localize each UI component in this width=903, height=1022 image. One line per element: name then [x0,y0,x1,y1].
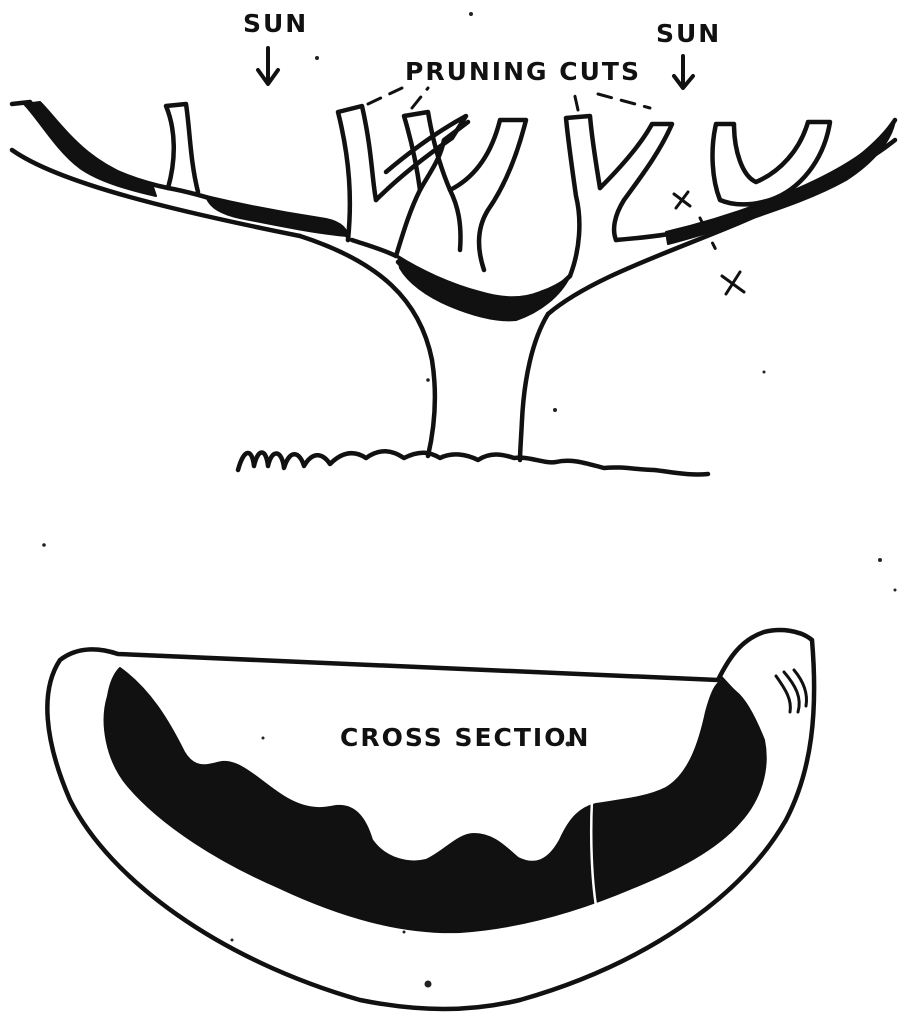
sunburn-right-arm [666,120,895,244]
left-upright-shoot [166,104,198,192]
pruning-cuts-label: PRUNING CUTS [405,57,641,86]
ground-line [238,451,708,474]
tree-illustration: SUN SUN PRUNING CUTS [12,9,895,475]
pruning-cuts-leader-right [574,92,650,110]
cross-section-damage [105,668,766,932]
pruning-cuts-leader-left [368,88,428,108]
sun-label-right: SUN [656,19,721,48]
cross-section-label: CROSS SECTION [340,723,590,752]
central-limb [338,106,376,240]
right-center-shoot [566,116,600,276]
sun-arrow-left-icon [258,48,278,84]
sunburn-left-arm [24,102,156,196]
sun-label-left: SUN [243,9,308,38]
sun-arrow-right-icon [674,56,693,88]
cut-x-mark-upper [674,192,690,208]
cut-x-mark-lower [722,272,744,294]
cross-section-illustration: CROSS SECTION [47,630,814,1009]
